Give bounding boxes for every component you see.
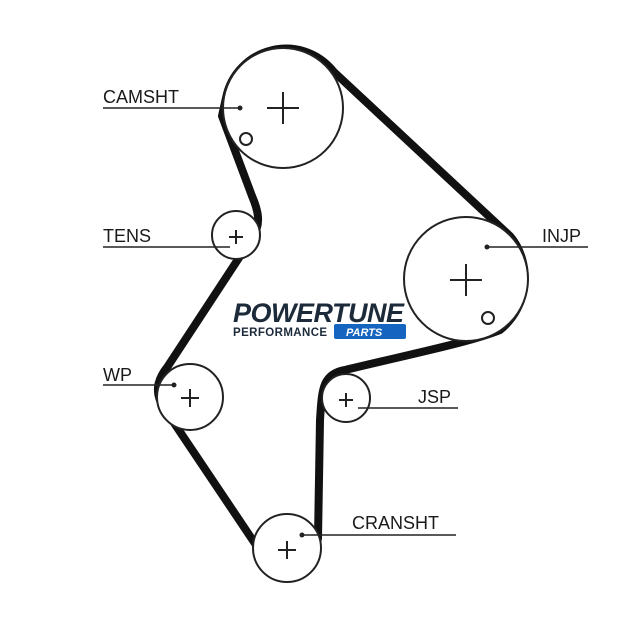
label-water-pump: WP [103,365,132,385]
timing-belt [153,44,529,579]
leader-lines [103,107,588,536]
crankshaft-pulley [252,513,322,583]
logo-parts-badge [334,324,406,339]
water-pump-pulley [156,363,224,431]
camshaft-pulley [222,47,344,169]
label-injection-pump: INJP [542,226,581,246]
timing-mark-icon [481,311,495,325]
timing-mark-icon [239,132,253,146]
injection-pump-pulley [403,216,529,342]
label-camshaft: CAMSHT [103,87,179,107]
logo-performance-text: PERFORMANCE [233,327,328,339]
jackshaft-pulley [321,373,371,423]
logo-parts-text: PARTS [346,327,383,339]
tensioner-pulley [211,210,261,260]
logo-main-text: POWERTUNE [233,298,405,328]
label-crankshaft: CRANSHT [352,513,439,533]
powertune-logo: POWERTUNE PERFORMANCE PARTS [233,298,406,339]
label-tensioner: TENS [103,226,151,246]
label-jackshaft: JSP [418,387,451,407]
